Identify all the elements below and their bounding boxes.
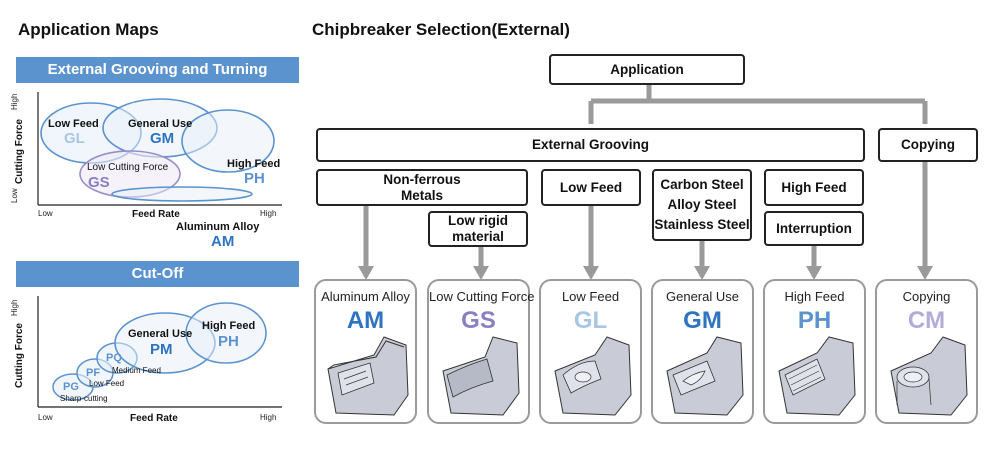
map2-pf-code: PF xyxy=(86,367,101,379)
non-ferrous-line1: Non-ferrous xyxy=(383,171,461,187)
card-gl-code: GL xyxy=(573,307,608,334)
arrow-head-gs xyxy=(473,266,489,280)
map2-pq-name: Medium Feed xyxy=(112,366,161,375)
map1-gs-name: Low Cutting Force xyxy=(87,162,169,173)
map1-gl-name: Low Feed xyxy=(48,118,99,130)
map1-x-label: Feed Rate xyxy=(132,209,180,220)
external-grooving-node: External Grooving xyxy=(316,128,865,162)
map2-x-low: Low xyxy=(38,413,53,422)
steel-node: Carbon Steel Alloy Steel Stainless Steel xyxy=(652,169,752,241)
card-cm-name: Copying xyxy=(902,289,951,304)
steel-line1: Carbon Steel xyxy=(660,177,744,192)
map2-ph-code: PH xyxy=(218,333,239,350)
card-gs-insert-icon xyxy=(442,336,520,416)
cut-off-banner: Cut-Off xyxy=(16,261,299,287)
card-cm-insert-icon xyxy=(890,336,968,416)
map1-x-high: High xyxy=(260,209,277,218)
card-gl-name: Low Feed xyxy=(561,289,620,304)
low-rigid-line1: Low rigid xyxy=(448,213,508,228)
non-ferrous-line2: Metals xyxy=(400,187,444,203)
card-ph-name: High Feed xyxy=(784,289,845,304)
card-gl: Low Feed GL xyxy=(539,279,642,424)
card-gm: General Use GM xyxy=(651,279,754,424)
steel-line2: Alloy Steel xyxy=(667,197,737,212)
map1-am-name: Aluminum Alloy xyxy=(176,221,260,233)
card-am-name: Aluminum Alloy xyxy=(321,289,410,304)
card-ph-insert-icon xyxy=(778,336,856,416)
map2-pm-code: PM xyxy=(150,341,173,358)
card-cm: Copying CM xyxy=(875,279,978,424)
map1-am-code: AM xyxy=(211,233,235,250)
card-am: Aluminum Alloy AM xyxy=(314,279,417,424)
chipbreaker-title: Chipbreaker Selection(External) xyxy=(312,20,570,39)
map2-x-label: Feed Rate xyxy=(130,413,178,424)
card-ph-code: PH xyxy=(797,307,832,334)
steel-line3: Stainless Steel xyxy=(654,217,750,232)
map2-pf-name: Low Feed xyxy=(89,379,125,388)
arrow-head-ph xyxy=(806,266,822,280)
map1-gs-code: GS xyxy=(88,174,110,191)
card-gm-name: General Use xyxy=(666,289,739,304)
card-gl-insert-icon xyxy=(554,336,632,416)
card-gs: Low Cutting Force GS xyxy=(427,279,535,424)
map1-am-region xyxy=(111,186,253,202)
arrow-head-gl xyxy=(583,266,599,280)
card-gs-code: GS xyxy=(461,307,496,334)
card-gm-insert-icon xyxy=(666,336,744,416)
card-cm-code: CM xyxy=(907,307,946,334)
high-feed-node: High Feed xyxy=(764,169,864,206)
map1-gm-name: General Use xyxy=(128,118,193,130)
card-gs-name: Low Cutting Force xyxy=(429,289,535,304)
map2-ph-region xyxy=(185,302,267,364)
map1-ph-code: PH xyxy=(244,170,265,187)
low-rigid-line2: material xyxy=(452,229,504,244)
arrow-head-am xyxy=(358,266,374,280)
card-gm-code: GM xyxy=(683,307,722,334)
map2-pg-name: Sharp-cutting xyxy=(60,394,108,403)
map1-ph-name: High Feed xyxy=(227,158,281,170)
map2-x-high: High xyxy=(260,413,277,422)
card-ph: High Feed PH xyxy=(763,279,866,424)
interruption-node: Interruption xyxy=(764,211,864,246)
arrow-head-cm xyxy=(917,266,933,280)
map2-pm-name: General Use xyxy=(128,328,193,340)
map2-pq-code: PQ xyxy=(106,352,122,364)
external-grooving-banner: External Grooving and Turning xyxy=(16,57,299,83)
application-maps-title: Application Maps xyxy=(18,20,159,39)
non-ferrous-node: Non-ferrous Metals xyxy=(316,169,528,206)
map1-ph-region xyxy=(181,109,275,173)
map1-gl-code: GL xyxy=(64,130,85,147)
card-am-insert-icon xyxy=(327,336,409,416)
application-node: Application xyxy=(549,54,745,85)
map2-ph-name: High Feed xyxy=(202,320,256,332)
copying-node: Copying xyxy=(878,128,978,162)
map1-x-low: Low xyxy=(38,209,53,218)
map2-pg-code: PG xyxy=(63,381,79,393)
map1-gm-code: GM xyxy=(150,130,175,147)
low-rigid-node: Low rigid material xyxy=(428,211,528,247)
low-feed-node: Low Feed xyxy=(541,169,641,206)
card-am-code: AM xyxy=(346,307,385,334)
arrow-head-gm xyxy=(694,266,710,280)
